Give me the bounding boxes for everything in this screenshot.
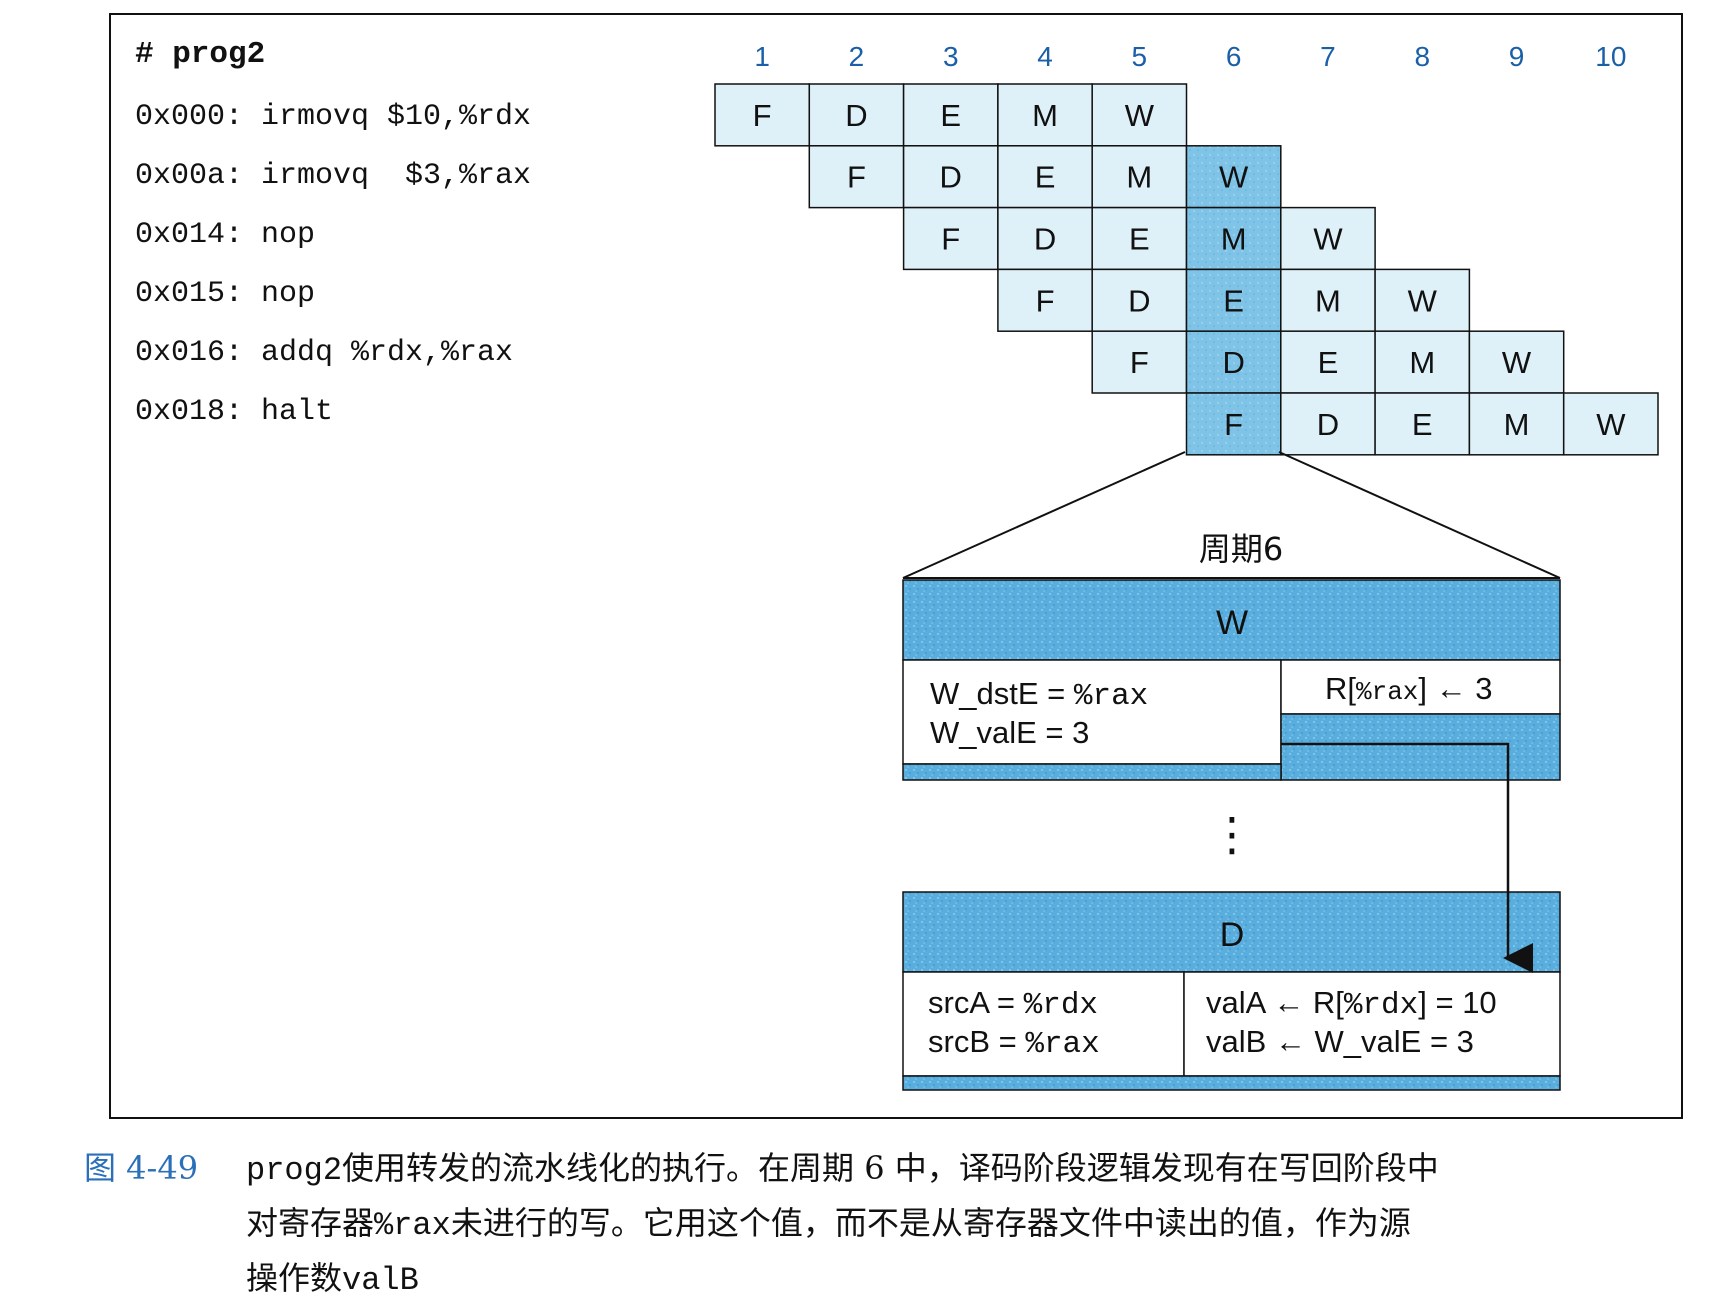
w-stage-label: W [1216, 604, 1248, 642]
pipeline-cell [808, 145, 905, 209]
pipeline-cell [1185, 268, 1282, 332]
w-vale-line: W_valE = 3 [930, 715, 1089, 750]
pipeline-stage-label: D [1128, 283, 1150, 318]
pipeline-cell [1280, 392, 1376, 456]
d-valb-line: valB ← W_valE = 3 [1206, 1024, 1474, 1059]
d-stage-label: D [1220, 916, 1245, 954]
pipeline-cell [1091, 145, 1188, 209]
cycle-number: 2 [849, 41, 865, 72]
caption-line3-a: 操作数 [246, 1259, 343, 1297]
pipeline-cell [902, 206, 999, 271]
zoom-line-right [1278, 451, 1561, 579]
pipeline-cell [1091, 330, 1188, 394]
program-line: 0x016: addq %rdx,%rax [135, 336, 513, 370]
d-vala-line: valA ← R[%rdx] = 10 [1206, 985, 1497, 1023]
pipeline-stage-label: D [845, 98, 867, 133]
cycle-number: 7 [1320, 41, 1336, 72]
pipeline-stage-label: W [1408, 283, 1438, 318]
pipeline-stage-label: E [1412, 407, 1433, 442]
pipeline-stage-label: F [753, 98, 772, 133]
pipeline-cell [808, 83, 905, 147]
pipeline-stage-label: F [941, 222, 960, 257]
pipeline-cell [1562, 392, 1659, 456]
forwarding-arrow [1281, 742, 1533, 973]
pipeline-cell [1280, 330, 1376, 394]
pipeline-cell [1185, 206, 1282, 271]
zoom-line-left [902, 451, 1186, 579]
program-line: 0x018: halt [135, 395, 333, 429]
caption-prog-name: prog2 [246, 1152, 343, 1189]
register-write: R[%rax] ← 3 [1325, 671, 1493, 707]
cycle-number: 5 [1132, 41, 1148, 72]
pipeline-cell [997, 268, 1093, 332]
pipeline-cell [1374, 268, 1471, 332]
pipeline-cell [1185, 392, 1282, 456]
w-dste-line: W_dstE = %rax [930, 676, 1148, 714]
program-title: # prog2 [135, 37, 265, 72]
pipeline-stage-label: M [1315, 283, 1341, 318]
program-line: 0x000: irmovq $10,%rdx [135, 100, 531, 134]
pipeline-stage-label: D [940, 160, 962, 195]
pipeline-stage-label: F [1036, 283, 1055, 318]
pipeline-stage-label: E [940, 98, 961, 133]
pipeline-stage-label: W [1313, 222, 1343, 257]
pipeline-cell [997, 83, 1093, 147]
cycle-number: 10 [1595, 41, 1626, 72]
caption-line2-a: 对寄存器 [246, 1204, 375, 1242]
cycle-number: 9 [1509, 41, 1525, 72]
pipeline-cell [902, 145, 999, 209]
caption-label: 图 4-49 [84, 1149, 199, 1187]
pipeline-cell [714, 83, 811, 147]
cycle-number: 6 [1226, 41, 1242, 72]
pipeline-stage-label: M [1126, 160, 1152, 195]
caption-line2-b: 未进行的写。它用这个值，而不是从寄存器文件中读出的值，作为源 [450, 1204, 1411, 1242]
cycle-number: 3 [943, 41, 959, 72]
pipeline-stage-label: F [847, 160, 866, 195]
program-line: 0x015: nop [135, 277, 315, 311]
pipeline-stage-label: E [1318, 345, 1339, 380]
program-line: 0x00a: irmovq $3,%rax [135, 159, 531, 193]
pipeline-stage-label: D [1222, 345, 1244, 380]
d-srcb-line: srcB = %rax [928, 1024, 1100, 1062]
w-stage-block: W W_dstE = %rax W_valE = 3 R[%rax] ← 3 [902, 579, 1561, 781]
caption-line1: 使用转发的流水线化的执行。在周期 6 中，译码阶段逻辑发现有在写回阶段中 [342, 1149, 1439, 1187]
program-line: 0x014: nop [135, 218, 315, 252]
pipeline-cell [1091, 268, 1188, 332]
figure-frame [109, 13, 1683, 1119]
pipeline-cell [997, 206, 1093, 271]
pipeline-stage-label: F [1224, 407, 1243, 442]
pipeline-stage-label: W [1125, 98, 1155, 133]
ellipsis: ⋮ [1209, 807, 1255, 861]
program-listing: 0x000: irmovq $10,%rdx 0x00a: irmovq $3,%… [135, 100, 531, 429]
pipeline-stage-label: W [1502, 345, 1532, 380]
pipeline-stage-label: E [1223, 283, 1244, 318]
pipeline-stage-label: M [1032, 98, 1058, 133]
cycle-number-row: 1 2 3 4 5 6 7 8 9 10 [754, 41, 1626, 72]
d-srca-line: srcA = %rdx [928, 985, 1098, 1023]
pipeline-cell [1280, 206, 1376, 271]
pipeline-stage-label: D [1317, 407, 1339, 442]
pipeline-stage-label: W [1596, 407, 1626, 442]
cycle-number: 4 [1037, 41, 1053, 72]
pipeline-stage-label: M [1504, 407, 1530, 442]
pipeline-stage-label: D [1034, 222, 1056, 257]
cycle-number: 1 [754, 41, 770, 72]
pipeline-cell [1185, 330, 1282, 394]
detail-title: 周期6 [1199, 530, 1283, 568]
pipeline-stage-label: M [1221, 222, 1247, 257]
pipeline-cell [1468, 392, 1565, 456]
caption-register: %rax [374, 1207, 451, 1244]
pipeline-cell [997, 145, 1093, 209]
pipeline-stage-label: E [1035, 160, 1056, 195]
cycle-number: 8 [1414, 41, 1430, 72]
d-stage-block: D srcA = %rdx srcB = %rax valA ← R[%rdx]… [902, 891, 1561, 1091]
pipeline-figure: # prog2 0x000: irmovq $10,%rdx 0x00a: irm… [109, 13, 1683, 1119]
pipeline-stage-label: W [1219, 160, 1249, 195]
caption-valb: valB [342, 1262, 419, 1299]
pipeline-stage-label: M [1409, 345, 1435, 380]
pipeline-stage-label: F [1130, 345, 1149, 380]
pipeline-stage-label: E [1129, 222, 1150, 257]
pipeline-cell [1374, 392, 1471, 456]
